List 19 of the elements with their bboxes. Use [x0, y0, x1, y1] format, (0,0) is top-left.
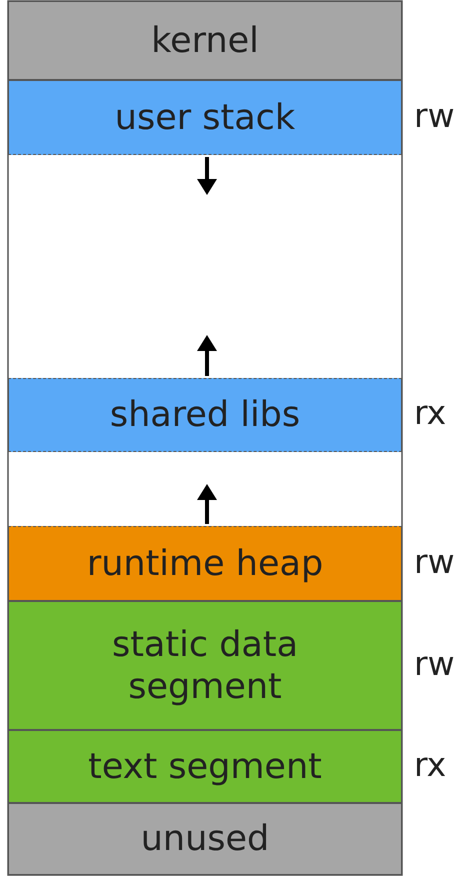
region-label: kernel: [150, 20, 260, 62]
permission-label: rw: [414, 542, 455, 580]
region-label: shared libs: [108, 394, 302, 436]
data-region: [8, 601, 402, 730]
region-label: text segment: [87, 746, 323, 788]
code-region: [8, 730, 402, 803]
unused-region: [8, 803, 402, 875]
library-region: [8, 378, 402, 452]
heap-region: [8, 526, 402, 601]
stack-region: [8, 80, 402, 155]
permission-label: rw: [414, 96, 455, 134]
region-label: runtime heap: [86, 542, 324, 584]
region-label: unused: [140, 818, 270, 860]
permission-label: rw: [414, 644, 455, 682]
permission-label: rx: [414, 744, 446, 784]
kernel-region: [8, 1, 402, 80]
permission-label: rx: [414, 393, 446, 432]
region-label: static data segment: [110, 624, 300, 708]
region-label: user stack: [114, 96, 296, 138]
